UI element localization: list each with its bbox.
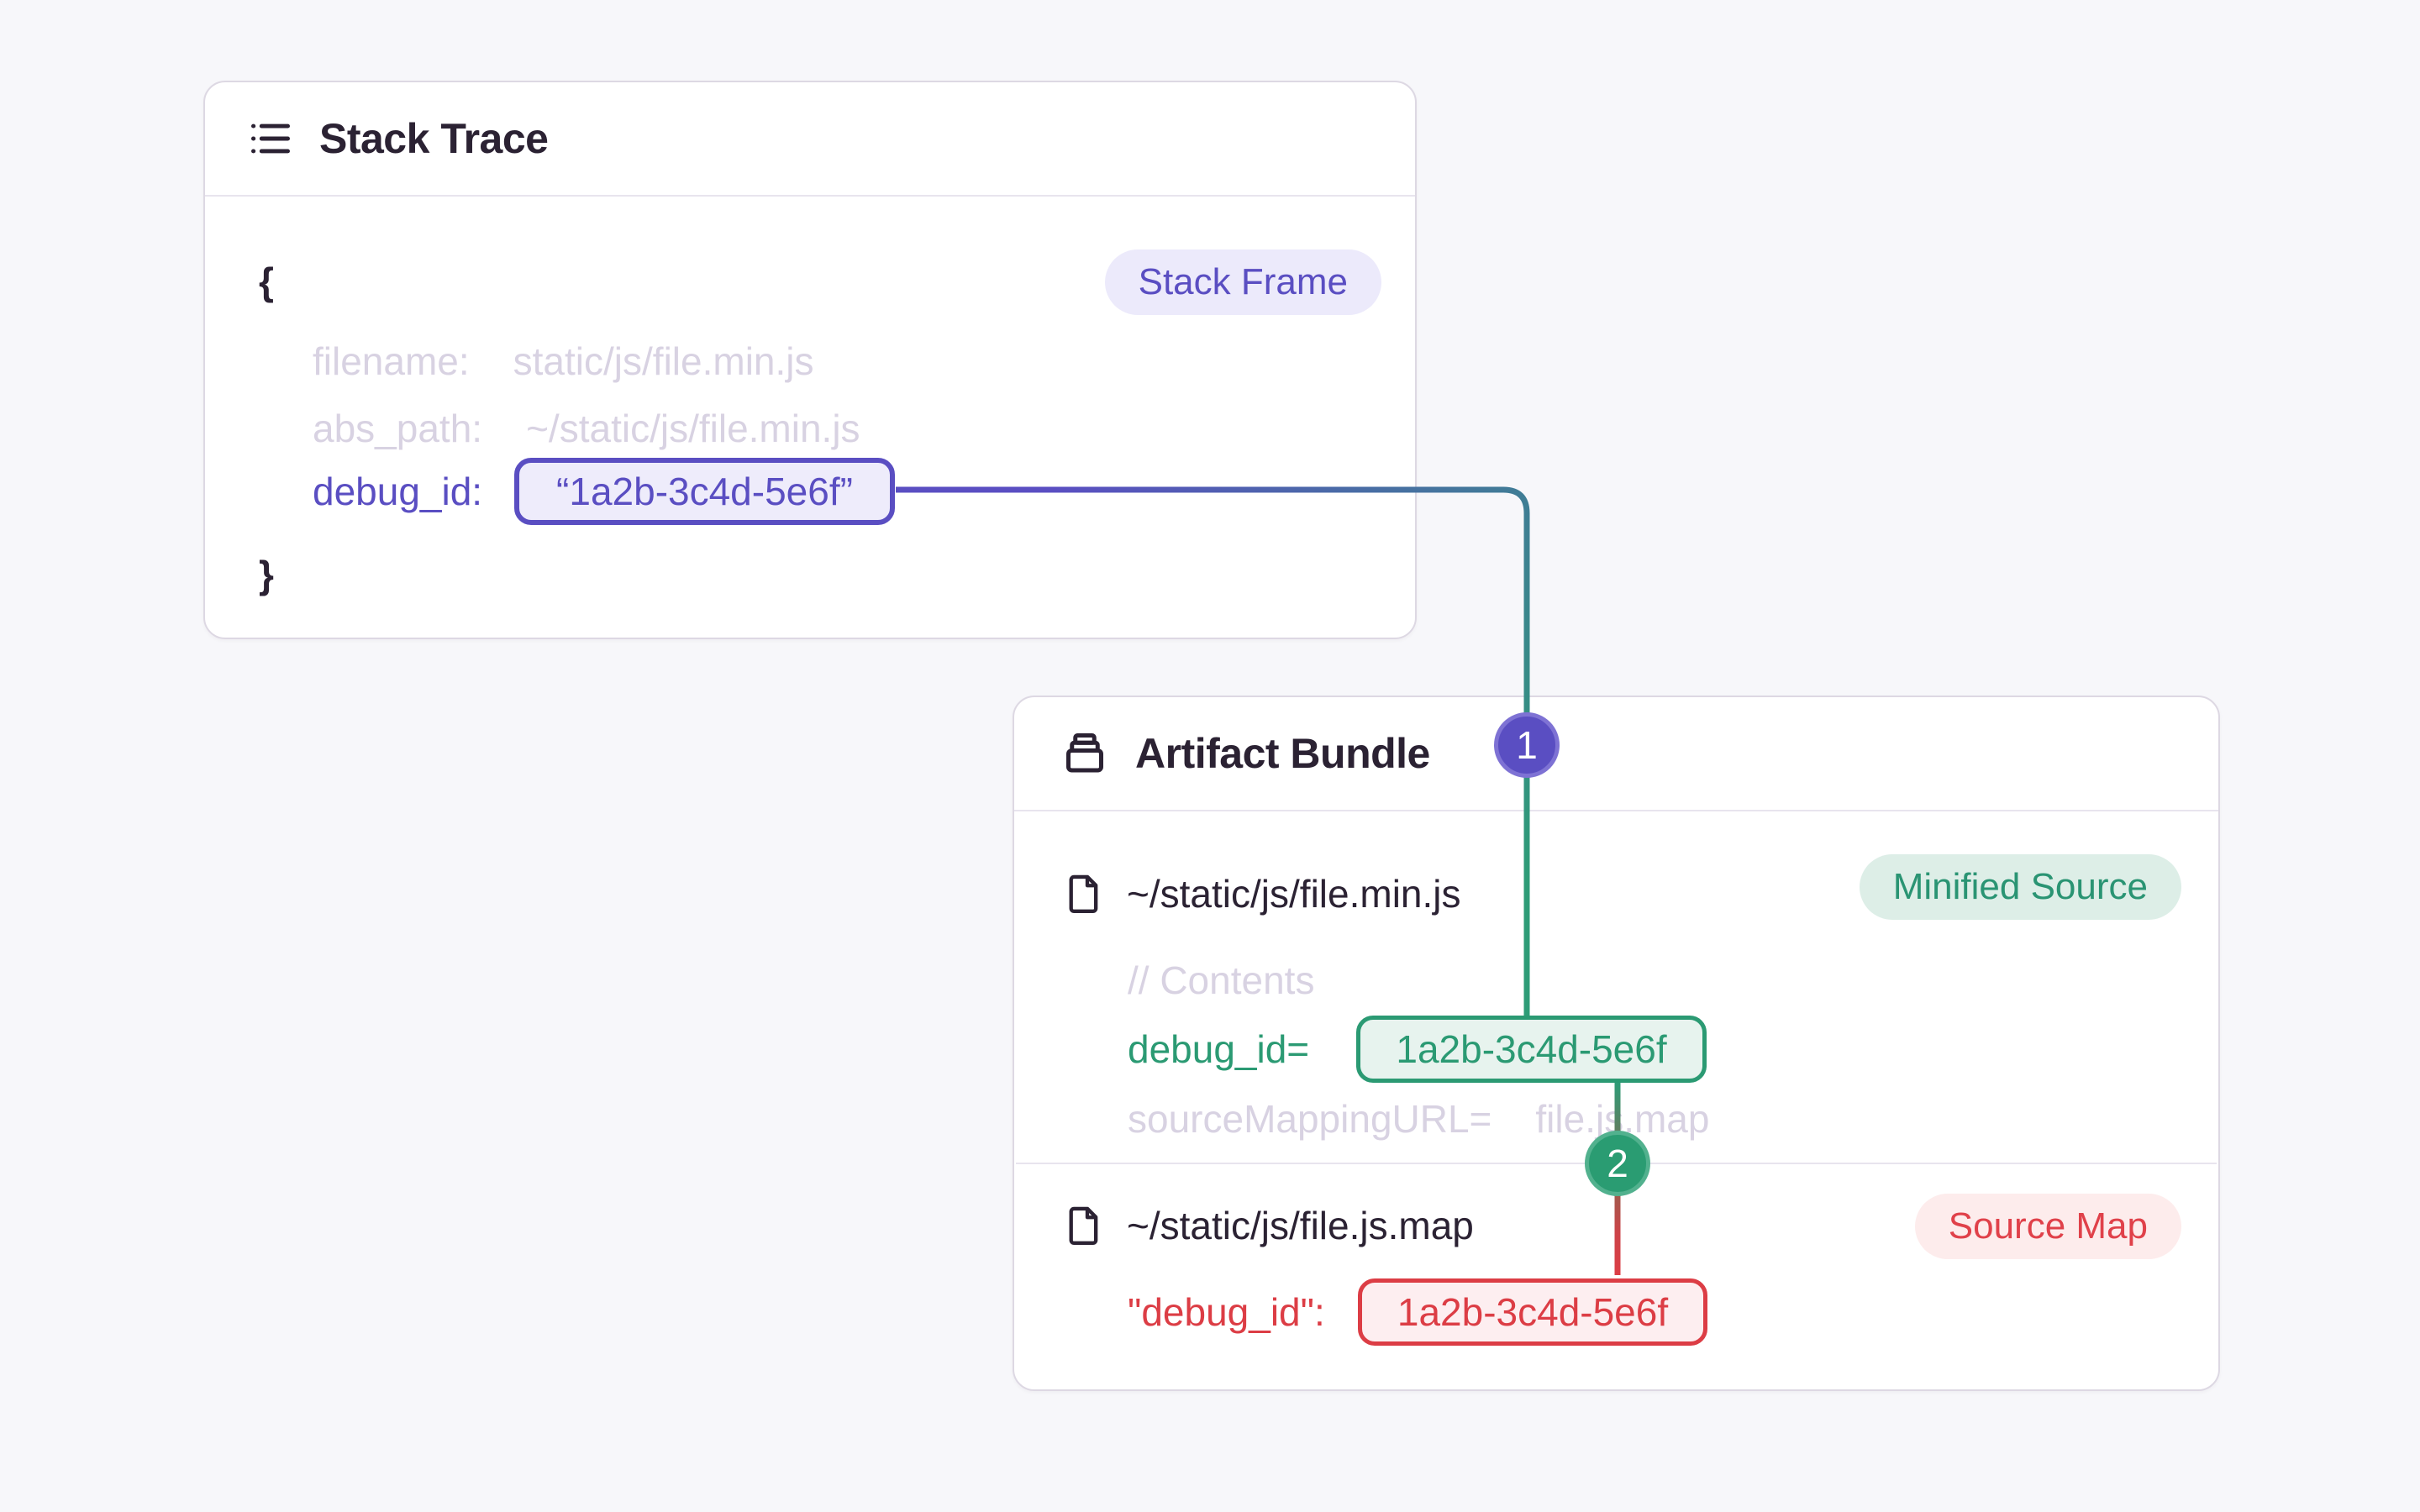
source-mapping-url-line: sourceMappingURL=file.js.map bbox=[1128, 1085, 1709, 1152]
json-open-brace: { bbox=[259, 260, 274, 303]
step-1-marker: 1 bbox=[1494, 712, 1560, 778]
bundle-file-row-minified: ~/static/js/file.min.js bbox=[1061, 860, 1461, 927]
step-2-marker: 2 bbox=[1585, 1131, 1650, 1196]
field-value: ~/static/js/file.min.js bbox=[526, 407, 860, 450]
field-key: filename: bbox=[313, 339, 470, 383]
artifact-bundle-header: Artifact Bundle bbox=[1014, 697, 2218, 811]
bundle-debug-id-key: debug_id= bbox=[1128, 1027, 1310, 1071]
bundle-file-row-sourcemap: ~/static/js/file.js.map bbox=[1061, 1192, 1474, 1259]
artifact-bundle-title: Artifact Bundle bbox=[1135, 730, 1430, 777]
stack-frame-badge: Stack Frame bbox=[1104, 249, 1381, 315]
file-icon bbox=[1061, 1204, 1105, 1247]
file-name: ~/static/js/file.min.js bbox=[1127, 872, 1461, 916]
stack-trace-title: Stack Trace bbox=[319, 115, 549, 162]
source-map-badge: Source Map bbox=[1914, 1194, 2181, 1259]
field-key: abs_path: bbox=[313, 407, 483, 450]
stack-debug-id-value-box: “1a2b-3c4d-5e6f” bbox=[514, 458, 895, 525]
bundle-debug-id-value-box: 1a2b-3c4d-5e6f bbox=[1356, 1016, 1707, 1083]
stack-debug-id-key: debug_id: bbox=[313, 470, 483, 513]
contents-comment: // Contents bbox=[1128, 958, 1315, 1002]
artifact-bundle-card: Artifact Bundle ~/static/js/file.min.js … bbox=[1013, 696, 2220, 1391]
sourcemap-debug-id-value-box: 1a2b-3c4d-5e6f bbox=[1358, 1278, 1707, 1346]
field-value: static/js/file.min.js bbox=[513, 339, 814, 383]
list-icon bbox=[247, 115, 294, 162]
field-key: sourceMappingURL= bbox=[1128, 1097, 1492, 1141]
json-close-brace: } bbox=[259, 553, 274, 596]
file-name: ~/static/js/file.js.map bbox=[1127, 1204, 1474, 1247]
file-icon bbox=[1061, 872, 1105, 916]
sourcemap-debug-id-key: "debug_id": bbox=[1128, 1290, 1325, 1334]
stack-field-abs-path: abs_path: ~/static/js/file.min.js bbox=[313, 395, 860, 462]
stack-trace-card: Stack Trace Stack Frame { filename: stati… bbox=[203, 81, 1417, 639]
archive-icon bbox=[1060, 728, 1110, 779]
stack-trace-header: Stack Trace bbox=[205, 82, 1415, 197]
stack-field-filename: filename: static/js/file.min.js bbox=[313, 328, 814, 395]
minified-source-badge: Minified Source bbox=[1859, 854, 2181, 920]
